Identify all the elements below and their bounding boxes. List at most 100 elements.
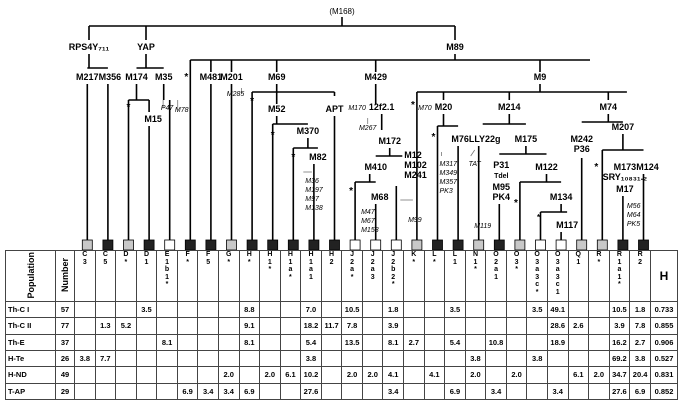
haplogroup-label: Q 1 [575,251,581,266]
m52-label: M52 [268,104,286,114]
frequency-value [279,333,302,351]
m285-label: M285 [227,91,245,98]
frequency-value: 3.4 [382,382,404,401]
m214-label: M214 [498,102,521,112]
haplogroup-header: O 3 a 3 c 1 [546,250,569,302]
frequency-value [382,349,404,368]
star-marker: * [250,96,254,107]
frequency-value: 34.7 [608,366,631,384]
frequency-value [588,382,610,401]
frequency-value: 2.0 [464,366,487,384]
frequency-value [176,366,199,384]
frequency-value: 5.4 [444,333,466,351]
frequency-value [320,366,343,384]
frequency-value [485,366,507,384]
frequency-value [423,382,446,401]
frequency-value: 2.7 [629,333,651,351]
frequency-value [505,382,528,401]
frequency-value: 11.7 [320,317,343,335]
frequency-value: 6.1 [567,366,590,384]
sample-number: 49 [55,366,75,384]
frequency-value [115,366,137,384]
frequency-value [485,349,507,368]
m119-label: M119 [474,223,491,230]
frequency-value [567,349,590,368]
haplogroup-label: L * [432,251,437,266]
frequency-value [279,300,302,319]
frequency-value [526,317,548,335]
frequency-value [403,349,425,368]
diversity-value: 0.852 [650,382,678,401]
frequency-value: 69.2 [608,349,631,368]
haplogroup-box [123,239,134,251]
haplogroup-header: O 3 * [505,250,528,302]
haplogroup-label: N 1 * [472,251,478,274]
haplogroup-label: H 1 a 1 [308,251,314,281]
frequency-value [588,317,610,335]
frequency-value [135,317,158,335]
haplogroup-label: R * [596,251,602,266]
frequency-value [176,317,199,335]
frequency-value [94,366,117,384]
frequency-value [361,300,384,319]
frequency-value: 28.6 [546,317,569,335]
lly22g-label: LLY22g [469,134,501,144]
frequency-value [156,382,178,401]
m89-label: M89 [446,42,464,52]
frequency-value [94,382,117,401]
frequency-value: 20.4 [629,366,651,384]
frequency-value [238,366,261,384]
frequency-value: 3.8 [300,349,322,368]
haplogroup-label: H 1 * [267,251,273,274]
frequency-value [197,349,219,368]
yap-label: YAP [137,42,155,52]
frequency-value [567,300,590,319]
haplogroup-label: F 5 [206,251,211,266]
haplogroup-header: J 2 a * [341,250,363,302]
frequency-value [341,349,363,368]
frequency-value: 2.6 [567,317,590,335]
frequency-value [423,317,446,335]
frequency-value [74,300,96,319]
m267-label: M267 [359,125,378,132]
frequency-value [485,300,507,319]
frequency-value [444,366,466,384]
tat-label: TAT [469,161,482,168]
frequency-value [341,382,363,401]
frequency-value [505,317,528,335]
m201-label: M201 [220,72,243,82]
frequency-value [115,349,137,368]
frequency-value [197,300,219,319]
frequency-value [588,300,610,319]
m173-label: M173 [614,162,637,172]
frequency-value [217,300,240,319]
frequency-value [259,382,281,401]
haplogroup-label: L 1 [452,251,458,266]
haplogroup-label: J 2 a 3 [370,251,375,281]
haplogroup-box [184,239,196,251]
frequency-value: 3.4 [546,382,569,401]
frequency-value [546,366,569,384]
diversity-value: 0.527 [650,349,678,368]
frequency-value [259,300,281,319]
haplogroup-box [287,239,299,251]
haplogroup-box [205,239,217,251]
frequency-value: 6.1 [279,366,302,384]
haplogroup-box [638,239,649,251]
frequency-value [361,333,384,351]
haplogroup-box [370,239,382,251]
haplogroup-header: O 3 a 3 c * [526,250,548,302]
frequency-value: 6.9 [238,382,261,401]
frequency-value: 5.4 [300,333,322,351]
frequency-value: 27.6 [608,382,631,401]
frequency-value [156,317,178,335]
frequency-value: 27.6 [300,382,322,401]
frequency-value: 10.5 [608,300,631,319]
diversity-value: 0.855 [650,317,678,335]
